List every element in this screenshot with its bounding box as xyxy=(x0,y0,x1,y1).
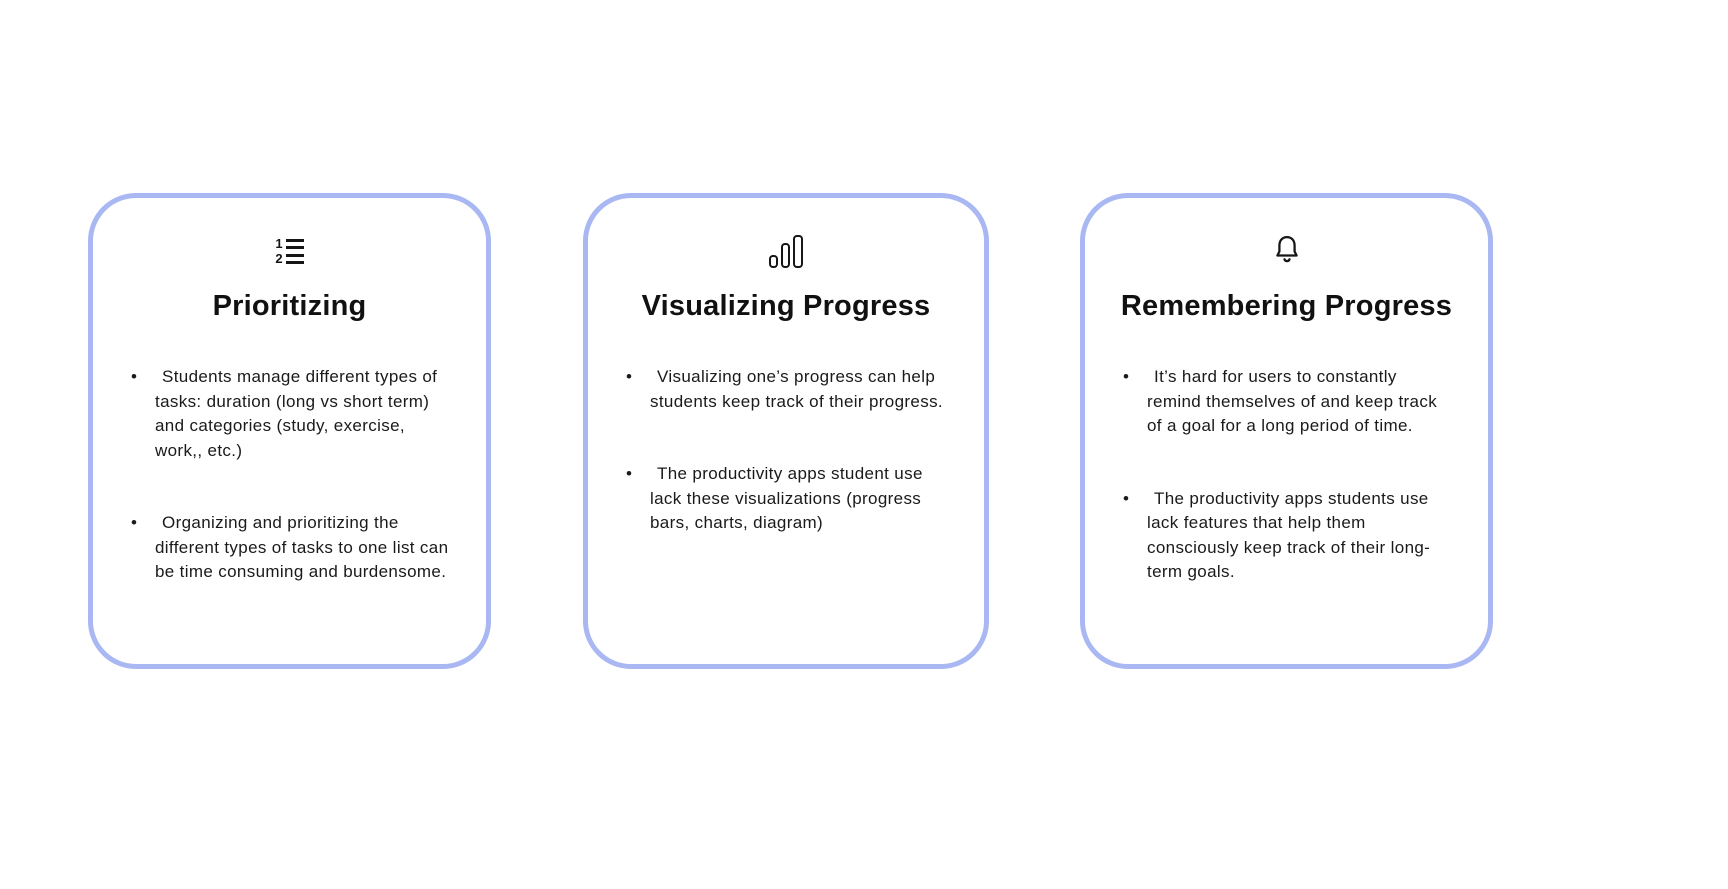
bullet-item: It’s hard for users to constantly remind… xyxy=(1119,365,1454,439)
bar-chart-bar-small xyxy=(769,255,778,268)
numbered-list-lines xyxy=(285,253,304,264)
card-remembering-progress: Remembering Progress It’s hard for users… xyxy=(1080,193,1493,669)
numbered-list-lines xyxy=(285,238,304,249)
card-prioritizing: 1 2 Prioritizing Students manage differe… xyxy=(88,193,491,669)
card-title: Prioritizing xyxy=(212,290,367,322)
numbered-list-row: 2 xyxy=(275,250,304,266)
numbered-list-icon: 1 2 xyxy=(275,235,304,266)
card-icon-wrap: 1 2 xyxy=(93,232,486,270)
numbered-list-digit: 1 xyxy=(275,235,283,251)
bullet-item: The productivity apps students use lack … xyxy=(1119,487,1454,585)
bullet-list: Visualizing one’s progress can help stud… xyxy=(588,365,984,536)
bullet-list: It’s hard for users to constantly remind… xyxy=(1085,365,1488,585)
numbered-list-row: 1 xyxy=(275,235,304,251)
bar-chart-bar-tall xyxy=(793,235,803,268)
bullet-item: Visualizing one’s progress can help stud… xyxy=(622,365,950,414)
bullet-list: Students manage different types of tasks… xyxy=(93,365,486,585)
bar-chart-icon xyxy=(769,234,803,268)
card-visualizing-progress: Visualizing Progress Visualizing one’s p… xyxy=(583,193,989,669)
bar-chart-bar-medium xyxy=(781,243,790,268)
bullet-item: Organizing and prioritizing the differen… xyxy=(127,511,452,585)
card-title: Remembering Progress xyxy=(1120,290,1453,322)
card-title: Visualizing Progress xyxy=(641,290,931,322)
bullet-item: The productivity apps student use lack t… xyxy=(622,462,950,536)
card-icon-wrap xyxy=(588,232,984,270)
bullet-item: Students manage different types of tasks… xyxy=(127,365,452,463)
numbered-list-digit: 2 xyxy=(275,250,283,266)
card-icon-wrap xyxy=(1085,232,1488,270)
bell-icon xyxy=(1275,236,1298,263)
